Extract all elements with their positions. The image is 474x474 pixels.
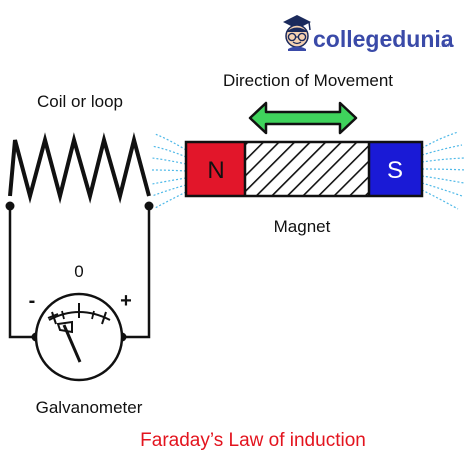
field-lines-right — [421, 131, 467, 210]
brand-name: collegedunia — [313, 26, 454, 52]
brand-logo[interactable]: collegedunia .com — [283, 15, 454, 52]
brand-suffix: .com — [440, 43, 453, 49]
south-pole-label: S — [387, 157, 403, 184]
coil — [8, 132, 151, 204]
gauge-plus-label: + — [120, 290, 132, 312]
diagram-title: Faraday’s Law of induction — [140, 430, 366, 451]
galvanometer — [34, 292, 124, 382]
coil-terminal-right — [144, 201, 154, 211]
gauge-zero-label: 0 — [74, 262, 83, 281]
magnet-north-pole — [186, 142, 245, 196]
direction-label: Direction of Movement — [223, 71, 393, 90]
magnet-middle — [245, 142, 369, 196]
magnet-south-pole — [369, 142, 422, 196]
movement-arrow-icon — [248, 101, 358, 135]
north-pole-label: N — [207, 157, 224, 184]
coil-label: Coil or loop — [37, 92, 123, 111]
gauge-minus-label: - — [29, 290, 36, 312]
magnet-label: Magnet — [274, 217, 331, 236]
graduate-mascot-icon — [283, 15, 311, 51]
field-lines-left — [151, 133, 187, 209]
bar-magnet — [184, 140, 424, 198]
circuit-wires — [8, 206, 151, 339]
galvanometer-label: Galvanometer — [36, 398, 143, 417]
coil-terminal-left — [5, 201, 15, 211]
